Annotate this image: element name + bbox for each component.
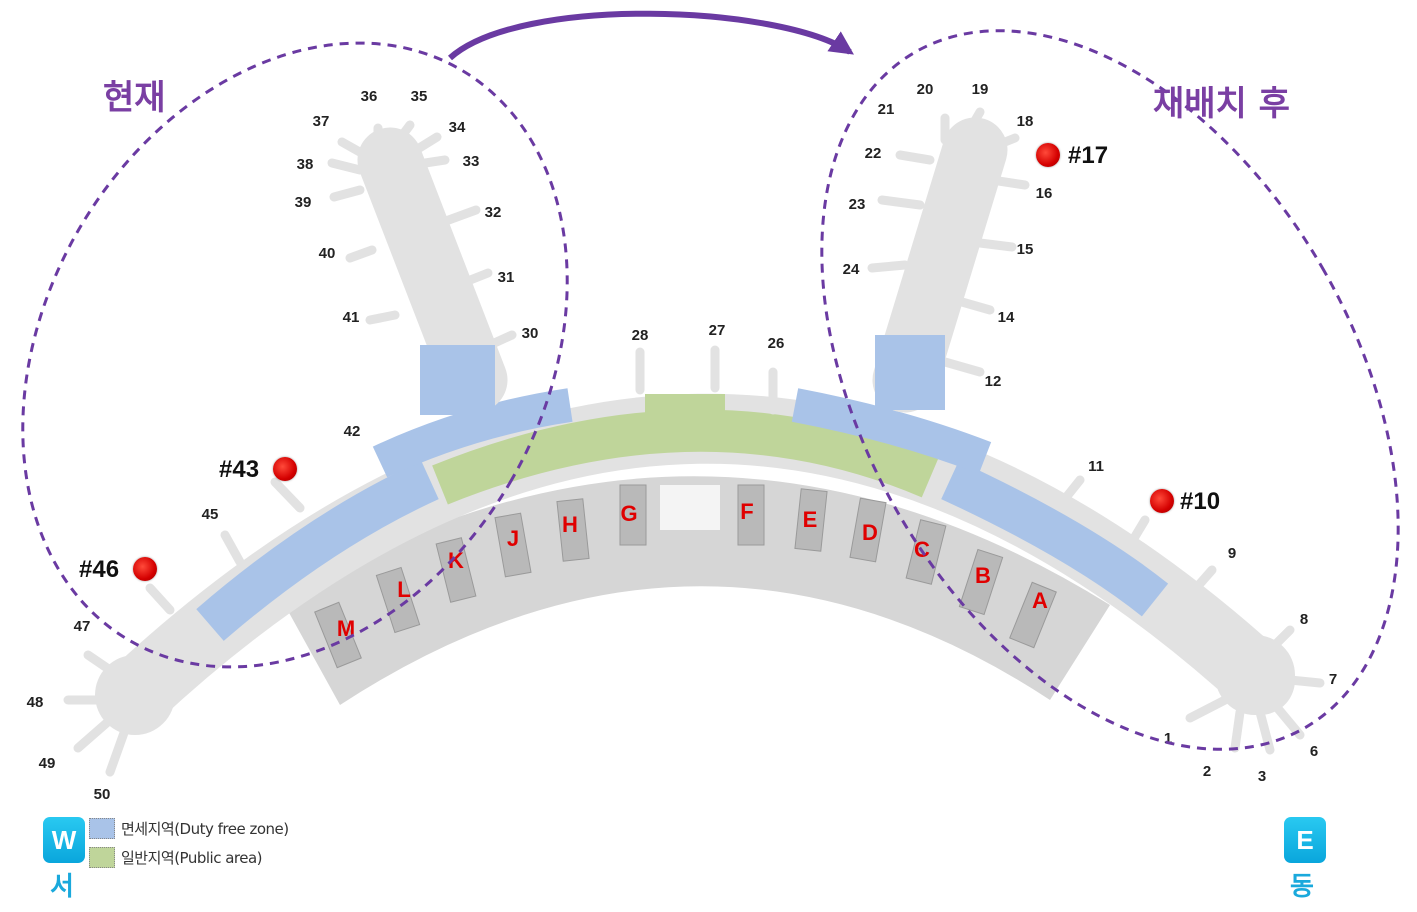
gate-label: 26 — [768, 335, 785, 352]
legend-public-label: 일반지역(Public area) — [121, 849, 263, 867]
duty-free-band-east — [941, 460, 1169, 617]
gate-label: 45 — [202, 506, 219, 523]
gate-label: 49 — [39, 755, 56, 772]
gate-label: 11 — [1088, 458, 1104, 475]
compass-badge-icon: E — [1284, 817, 1326, 863]
gate-label: 18 — [1017, 113, 1034, 130]
gate-label: 28 — [632, 327, 649, 344]
gate-label: 39 — [295, 194, 312, 211]
red-dot-icon — [133, 557, 157, 581]
gate-highlight-label: #46 — [79, 556, 120, 583]
public-swatch — [89, 847, 115, 868]
legend-duty-free: 면세지역(Duty free zone) — [89, 818, 289, 839]
gate-label: 38 — [297, 156, 314, 173]
duty-free-swatch — [89, 818, 115, 839]
west-label: 서 — [50, 872, 74, 902]
current-area-boundary — [21, 41, 569, 669]
gate-label: 23 — [849, 196, 866, 213]
gate-label: 7 — [1329, 671, 1337, 688]
counter-label: B — [975, 563, 991, 588]
red-dot-icon — [273, 457, 297, 481]
gate-highlight-label: #43 — [219, 456, 260, 483]
gate-label: 22 — [865, 145, 882, 162]
counter-label: E — [803, 507, 818, 532]
gate-label: 48 — [27, 694, 44, 711]
gate-label: 31 — [498, 269, 515, 286]
after-relocation-title: 재배치 후 — [1153, 84, 1290, 124]
red-dot-icon — [1150, 489, 1174, 513]
counter-label: L — [397, 577, 410, 602]
gate-label: 24 — [843, 261, 860, 278]
gate-label: 35 — [411, 88, 428, 105]
gate-label: 16 — [1036, 185, 1053, 202]
gate-label: 32 — [485, 204, 502, 221]
gate-label: 41 — [343, 309, 360, 326]
gate-label: 50 — [94, 786, 111, 803]
east-concourse-piers — [867, 107, 1030, 377]
lower-building — [282, 476, 1110, 705]
gate-label: 14 — [998, 309, 1015, 326]
gate-label: 19 — [972, 81, 989, 98]
gate-label: 47 — [74, 618, 91, 635]
legend-duty-free-label: 면세지역(Duty free zone) — [121, 820, 289, 838]
gate-label: 9 — [1228, 545, 1236, 562]
gate-label: 12 — [985, 373, 1002, 390]
counter-label: M — [337, 616, 355, 641]
gate-label: 8 — [1300, 611, 1308, 628]
duty-free-band-center-east — [791, 388, 992, 474]
relocated-area-boundary — [820, 29, 1400, 751]
counter-label: J — [507, 526, 519, 551]
gate-label: 36 — [361, 88, 378, 105]
gate-label: 37 — [313, 113, 330, 130]
main-piers — [145, 475, 1217, 615]
east-label: 동 — [1290, 872, 1314, 902]
compass-badge-icon: W — [43, 817, 85, 863]
west-concourse — [357, 127, 508, 413]
center-piers — [635, 345, 778, 415]
relocation-arrow — [447, 10, 854, 61]
counter-label: A — [1032, 588, 1048, 613]
gate-label: 42 — [344, 423, 361, 440]
gate-label: 20 — [917, 81, 934, 98]
gate-label: 1 — [1164, 730, 1172, 747]
counter-label: G — [620, 501, 637, 526]
gate-label: 30 — [522, 325, 539, 342]
legend-public: 일반지역(Public area) — [89, 847, 263, 868]
gate-highlight-label: #17 — [1068, 142, 1109, 169]
gate-highlight-label: #10 — [1180, 488, 1221, 515]
gate-label: 15 — [1017, 241, 1034, 258]
gate-label: 27 — [709, 322, 726, 339]
current-title: 현재 — [103, 78, 166, 118]
counter-label: H — [562, 512, 578, 537]
gate-label: 21 — [878, 101, 895, 118]
counter-label: F — [740, 499, 753, 524]
duty-free-band-west — [196, 460, 439, 641]
gate-label: 3 — [1258, 768, 1266, 785]
counter-label: K — [448, 548, 464, 573]
gate-label: 34 — [449, 119, 466, 136]
public-area-center — [645, 394, 725, 438]
gate-label: 6 — [1310, 743, 1318, 760]
gate-label: 2 — [1203, 763, 1211, 780]
west-concourse-piers — [327, 120, 517, 350]
gate-label: 33 — [463, 153, 480, 170]
counter-label: D — [862, 520, 878, 545]
red-dot-icon — [1036, 143, 1060, 167]
gate-label: 40 — [319, 245, 336, 262]
